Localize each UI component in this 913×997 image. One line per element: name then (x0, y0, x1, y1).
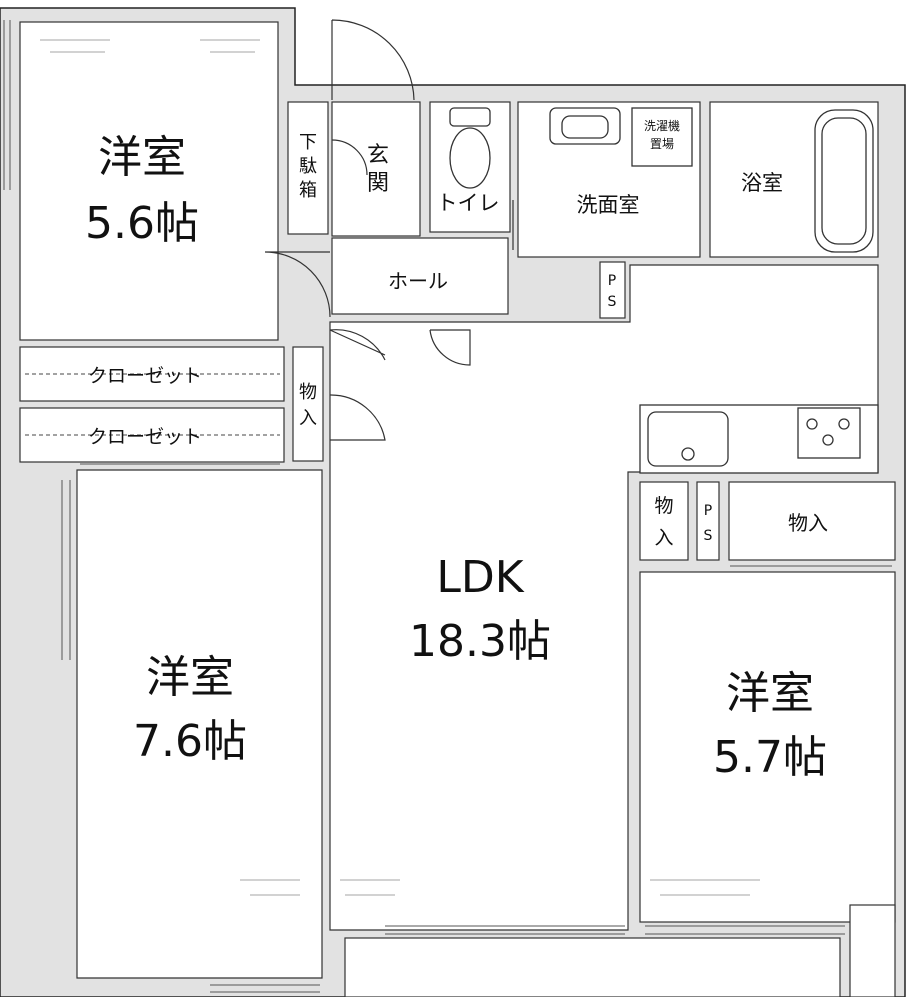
western3-size: 5.7帖 (713, 732, 827, 783)
toilet-tank-icon (449, 107, 491, 127)
western2-size: 7.6帖 (133, 716, 247, 767)
windows (3, 20, 892, 993)
bath-label: 浴室 (741, 171, 783, 195)
ps-lower-label-2: S (704, 528, 713, 544)
laundry-label-1: 洗濯機 (644, 118, 680, 133)
balcony-right (849, 904, 896, 997)
room-western-5-7 (639, 571, 896, 923)
western2-name: 洋室 (146, 652, 234, 703)
western3-name: 洋室 (726, 668, 814, 719)
ps-upper-label-2: S (608, 294, 617, 310)
fixtures (449, 107, 879, 474)
entrance-label-2: 関 (367, 171, 389, 196)
laundry-area-icon (631, 107, 693, 167)
shoe-box (287, 101, 329, 235)
storage-kitchen (639, 481, 689, 561)
storage-hall-label-1: 物 (299, 382, 317, 403)
toilet-label: トイレ (437, 191, 500, 215)
closet-lower-label: クローゼット (88, 426, 202, 448)
storage-right (728, 481, 896, 561)
hall-label: ホール (388, 269, 448, 293)
shoe-box-label-3: 箱 (299, 180, 317, 201)
shoe-box-label-1: 下 (299, 132, 317, 153)
ps-upper-label-1: P (608, 273, 616, 289)
western1-size: 5.6帖 (85, 198, 199, 249)
storage-hall-label-2: 入 (299, 408, 317, 429)
kitchen-sink-icon (647, 411, 729, 467)
ldk-size: 18.3帖 (409, 616, 551, 667)
doors (264, 19, 514, 441)
room-western-7-6 (76, 469, 323, 979)
storage-kitchen-label-2: 入 (654, 527, 673, 549)
entrance (331, 101, 421, 237)
stove-icon (797, 407, 861, 459)
ldk-name: LDK (436, 552, 524, 603)
room-western-5-6 (19, 21, 279, 341)
closet-rails (25, 373, 280, 436)
balcony-bottom (344, 937, 841, 997)
labels: 洋室 5.6帖 洋室 7.6帖 洋室 5.7帖 LDK 18.3帖 玄 関 下 … (85, 118, 828, 783)
laundry-label-2: 置場 (650, 137, 674, 151)
floor-hatching (40, 39, 760, 896)
hall (331, 237, 509, 315)
closet-upper-label: クローゼット (88, 365, 202, 387)
ps-upper (599, 261, 626, 319)
storage-right-label: 物入 (788, 511, 828, 535)
washroom-label: 洗面室 (577, 193, 640, 217)
storage-kitchen-label-1: 物 (654, 495, 673, 517)
ps-lower (696, 481, 720, 561)
ps-lower-label-1: P (704, 503, 712, 519)
western1-name: 洋室 (98, 132, 186, 183)
toilet-bowl-icon (449, 127, 491, 189)
entrance-label-1: 玄 (367, 143, 389, 168)
shoe-box-label-2: 駄 (299, 156, 317, 177)
burner-icon (806, 418, 818, 430)
storage-hall (292, 346, 324, 462)
